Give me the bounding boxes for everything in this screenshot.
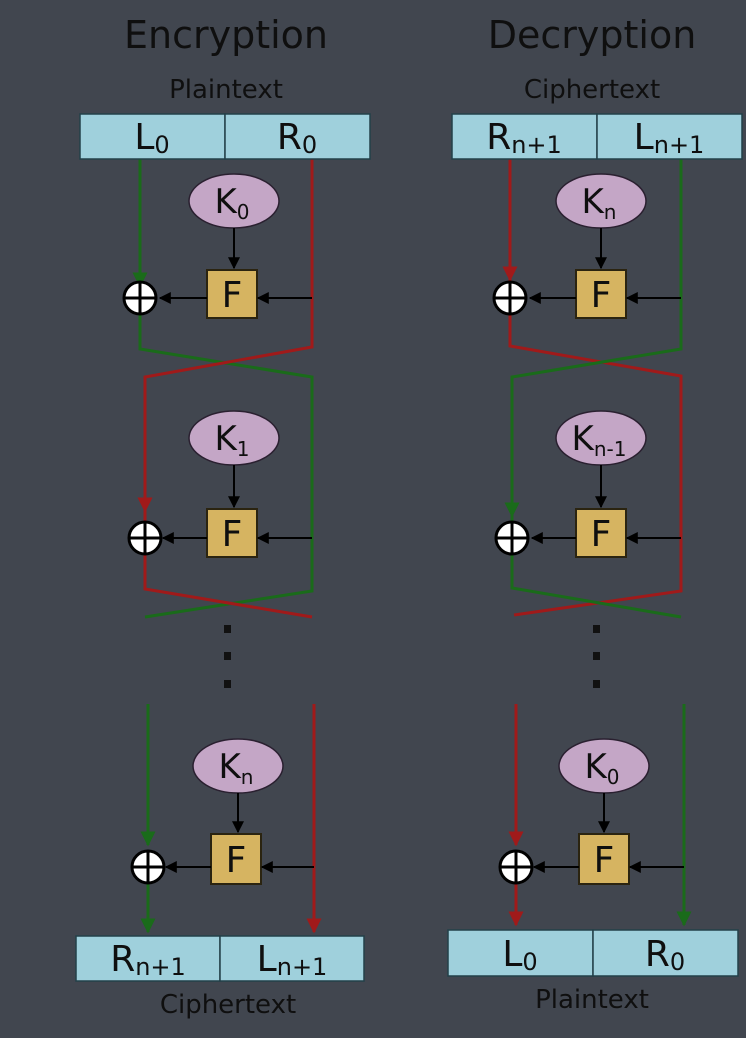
round-key-label: Kn-1 [572, 419, 627, 461]
decryption-output-right-cell [592, 929, 739, 977]
round-function-label: F [222, 275, 243, 316]
round-function-label: F [591, 275, 612, 316]
encryption-input-block: L0 R0 [79, 113, 371, 160]
round-function-box [206, 508, 258, 558]
xor-icon [498, 849, 534, 885]
xor-icon [127, 520, 163, 556]
decryption-input-block: Rn+1 Ln+1 [451, 113, 743, 160]
round-function-box [575, 508, 627, 558]
decryption-ellipsis [593, 625, 600, 688]
round-function-box [575, 269, 627, 319]
encryption-round-1: K0 F [122, 173, 312, 319]
round-key-label: Kn [219, 747, 254, 789]
encryption-ellipsis [224, 625, 231, 688]
xor-icon [122, 280, 158, 316]
decryption-round-n: K0 F [498, 738, 684, 885]
decryption-input-caption: Ciphertext [524, 75, 660, 105]
xor-icon [130, 849, 166, 885]
encryption-output-right-label: Ln+1 [257, 939, 328, 981]
decryption-panel: Decryption Ciphertext Rn+1 Ln+1 Kn [447, 13, 743, 1015]
round-key-label: Kn [582, 182, 617, 224]
decryption-output-left-label: L0 [502, 934, 537, 976]
decryption-round-1: Kn F [492, 173, 681, 319]
decryption-output-block: L0 R0 [447, 929, 739, 977]
encryption-panel: Encryption Plaintext L0 R0 K0 F [75, 13, 371, 1020]
encryption-input-right-cell [224, 113, 371, 160]
decryption-title: Decryption [488, 13, 697, 57]
decryption-round-2: Kn-1 F [494, 410, 681, 558]
encryption-input-right-label: R0 [277, 117, 317, 159]
decryption-input-right-label: Ln+1 [634, 117, 705, 159]
round-function-box [206, 269, 258, 319]
round-key-label: K0 [214, 182, 249, 224]
round-function-box [210, 833, 262, 885]
decryption-output-caption: Plaintext [535, 985, 649, 1015]
encryption-round-n: Kn F [130, 738, 314, 885]
encryption-output-right-cell [219, 935, 365, 982]
decryption-output-right-label: R0 [645, 934, 685, 976]
encryption-left-line [132, 159, 314, 934]
encryption-output-left-label: Rn+1 [110, 939, 186, 981]
round-function-label: F [222, 514, 243, 555]
encryption-output-caption: Ciphertext [160, 990, 296, 1020]
encryption-output-left-cell [75, 935, 221, 982]
round-key-label: K0 [584, 747, 619, 789]
xor-icon [492, 280, 528, 316]
round-function-box [578, 833, 630, 885]
encryption-input-caption: Plaintext [169, 75, 283, 105]
encryption-input-left-cell [79, 113, 226, 160]
encryption-title: Encryption [124, 13, 328, 57]
round-function-label: F [226, 840, 247, 881]
round-function-label: F [591, 514, 612, 555]
round-key-label: K1 [214, 419, 249, 461]
encryption-input-left-label: L0 [134, 117, 169, 159]
decryption-output-left-cell [447, 929, 594, 977]
decryption-input-left-label: Rn+1 [486, 117, 562, 159]
decryption-input-right-cell [596, 113, 743, 160]
xor-icon [494, 520, 530, 556]
encryption-round-2: K1 F [127, 410, 312, 558]
decryption-left-line [502, 159, 683, 927]
round-function-label: F [594, 840, 615, 881]
encryption-output-block: Rn+1 Ln+1 [75, 935, 365, 982]
